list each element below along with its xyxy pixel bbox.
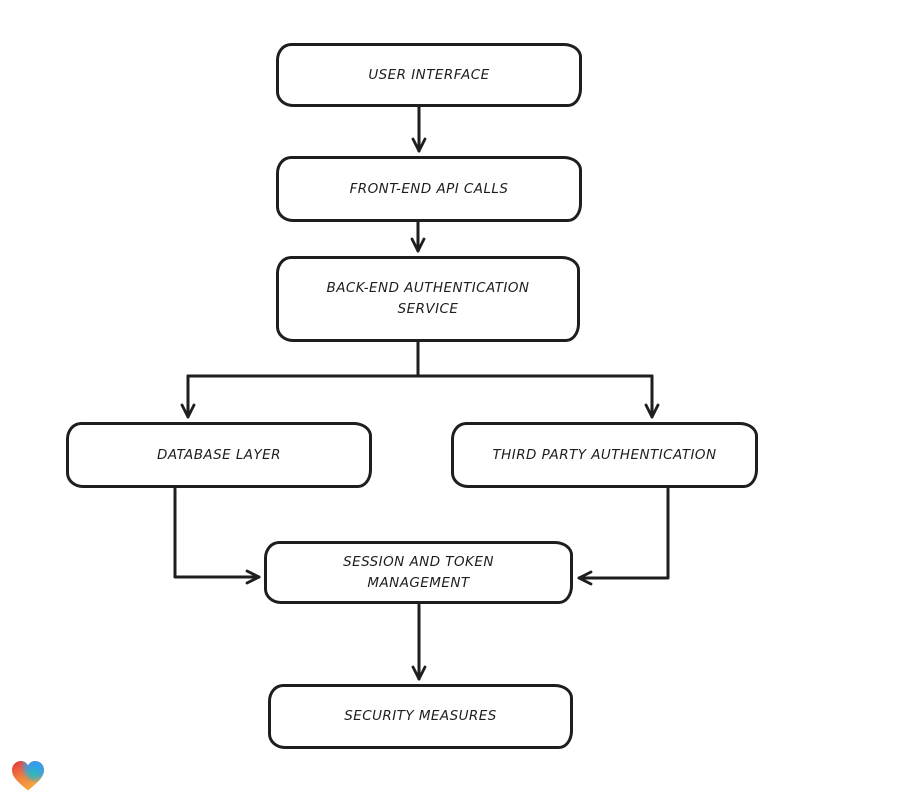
node-label: DATABASE LAYER	[157, 446, 281, 463]
node-back-end-authentication-service: BACK-END AUTHENTICATION SERVICE	[276, 256, 580, 342]
edge-third-party-to-session-management	[577, 487, 670, 586]
node-third-party-authentication: THIRD PARTY AUTHENTICATION	[451, 422, 758, 488]
node-database-layer: DATABASE LAYER	[66, 422, 372, 488]
node-label: BACK-END AUTHENTICATION SERVICE	[326, 280, 530, 317]
node-user-interface: USER INTERFACE	[276, 43, 582, 107]
node-label: USER INTERFACE	[368, 66, 490, 83]
node-label: SECURITY MEASURES	[344, 708, 497, 724]
node-front-end-api-calls: FRONT-END API CALLS	[276, 156, 582, 222]
node-session-and-token-management: SESSION AND TOKEN MANAGEMENT	[264, 541, 573, 604]
node-security-measures: SECURITY MEASURES	[268, 684, 573, 749]
node-label: SESSION AND TOKEN MANAGEMENT	[343, 553, 494, 591]
node-label: THIRD PARTY AUTHENTICATION	[492, 446, 717, 463]
edge-database-layer-to-session-management	[173, 487, 261, 585]
gradient-heart-icon[interactable]	[10, 759, 46, 793]
node-label: FRONT-END API CALLS	[349, 180, 509, 197]
